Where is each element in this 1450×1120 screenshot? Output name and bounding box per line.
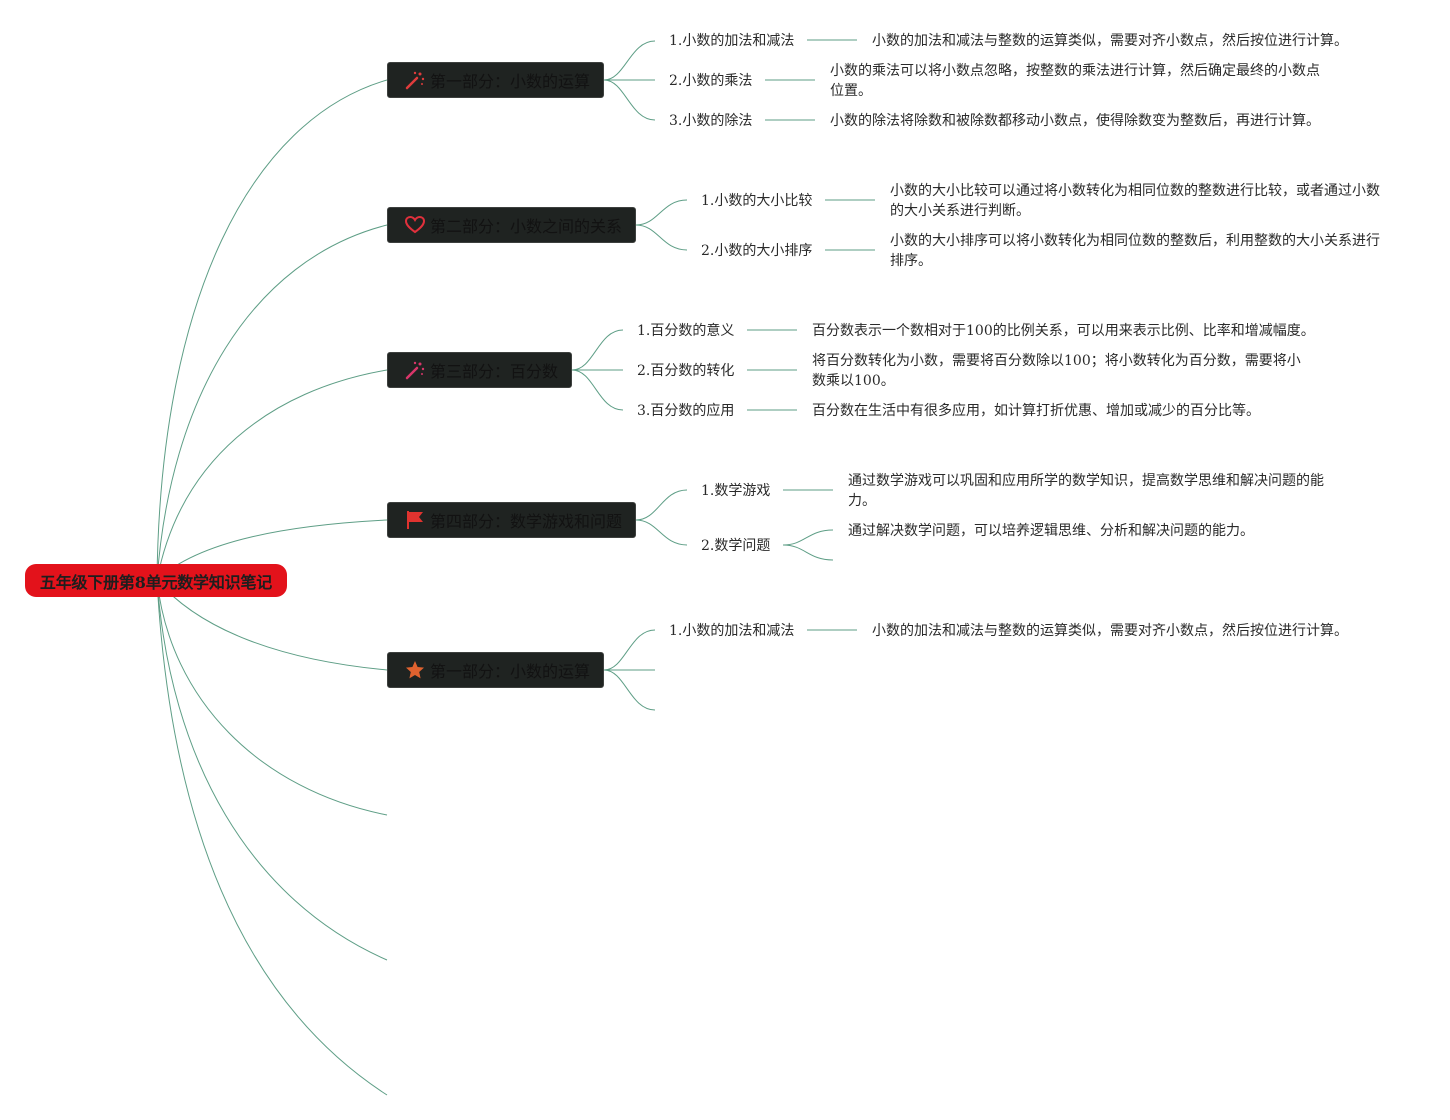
connector-b3-c1 [571,329,624,371]
detail-1-2: 小数的乘法可以将小数点忽略，按整数的乘法进行计算，然后确定最终的小数点位置。 [830,63,1320,99]
wand-icon [404,69,426,91]
connector-root-branch-1 [156,79,388,581]
branch-node-2[interactable]: 第二部分：小数之间的关系 [387,207,636,243]
connector-root-empty-1 [156,579,388,816]
connector-b5-c3 [603,669,656,711]
root-node[interactable]: 五年级下册第8单元数学知识笔记 [25,564,287,597]
star-icon [404,659,426,681]
subtopic-3-1[interactable]: 1.百分数的意义 [637,323,735,339]
detail-1-1: 小数的加法和减法与整数的运算类似，需要对齐小数点，然后按位进行计算。 [872,33,1348,49]
connector-b4-c2 [635,519,688,546]
detail-2-2: 小数的大小排序可以将小数转化为相同位数的整数后，利用整数的大小关系进行排序。 [890,233,1380,269]
connector-b5-c1 [603,629,656,671]
branch-node-1[interactable]: 第一部分：小数的运算 [387,62,604,98]
detail-4-2: 通过解决数学问题，可以培养逻辑思维、分析和解决问题的能力。 [848,523,1254,539]
branch-node-label: 第一部分：小数的运算 [430,662,591,681]
connector-b2-c1 [635,199,688,226]
wand-icon [404,359,426,381]
detail-3-3: 百分数在生活中有很多应用，如计算打折优惠、增加或减少的百分比等。 [812,403,1260,419]
detail-2-1: 小数的大小比较可以通过将小数转化为相同位数的整数进行比较，或者通过小数的大小关系… [890,183,1380,219]
subtopic-1-1[interactable]: 1.小数的加法和减法 [669,33,795,49]
connector-b4-c2-detail-2 [782,544,834,561]
subtopic-2-1[interactable]: 1.小数的大小比较 [701,193,813,209]
detail-1-3: 小数的除法将除数和被除数都移动小数点，使得除数变为整数后，再进行计算。 [830,113,1320,129]
heart-icon [404,214,426,236]
branch-node-3[interactable]: 第三部分：百分数 [387,352,572,388]
connector-root-branch-3 [156,369,388,581]
branch-node-label: 第四部分：数学游戏和问题 [430,512,623,531]
subtopic-3-2[interactable]: 2.百分数的转化 [637,363,735,379]
subtopic-4-2[interactable]: 2.数学问题 [701,538,771,554]
branch-node-label: 第一部分：小数的运算 [430,72,591,91]
subtopic-2-2[interactable]: 2.小数的大小排序 [701,243,813,259]
connector-b4-c2-detail-1 [782,529,834,546]
detail-3-2: 将百分数转化为小数，需要将百分数除以100；将小数转化为百分数，需要将小数乘以1… [812,353,1301,389]
branch-node-5[interactable]: 第一部分：小数的运算 [387,652,604,688]
connector-root-empty-2 [156,579,388,961]
connector-root-empty-3 [156,579,388,1096]
connector-b2-c2 [635,224,688,251]
connector-b1-c1 [603,40,656,81]
connector-b1-c3 [603,79,656,121]
branch-node-label: 第三部分：百分数 [430,362,559,381]
branch-node-4[interactable]: 第四部分：数学游戏和问题 [387,502,636,538]
connector-root-branch-2 [156,224,388,581]
connector-b3-c3 [571,369,624,411]
subtopic-3-3[interactable]: 3.百分数的应用 [637,403,735,419]
subtopic-1-2[interactable]: 2.小数的乘法 [669,73,753,89]
connector-root-branch-5 [156,579,388,671]
connector-b4-c1 [635,489,688,521]
detail-5-1: 小数的加法和减法与整数的运算类似，需要对齐小数点，然后按位进行计算。 [872,623,1348,639]
subtopic-4-1[interactable]: 1.数学游戏 [701,483,771,499]
subtopic-1-3[interactable]: 3.小数的除法 [669,113,753,129]
detail-4-1: 通过数学游戏可以巩固和应用所学的数学知识，提高数学思维和解决问题的能力。 [848,473,1324,509]
branch-node-label: 第二部分：小数之间的关系 [430,217,623,236]
detail-3-1: 百分数表示一个数相对于100的比例关系，可以用来表示比例、比率和增减幅度。 [812,323,1315,339]
subtopic-5-1[interactable]: 1.小数的加法和减法 [669,623,795,639]
flag-icon [404,509,426,531]
root-node-label: 五年级下册第8单元数学知识笔记 [39,572,273,592]
